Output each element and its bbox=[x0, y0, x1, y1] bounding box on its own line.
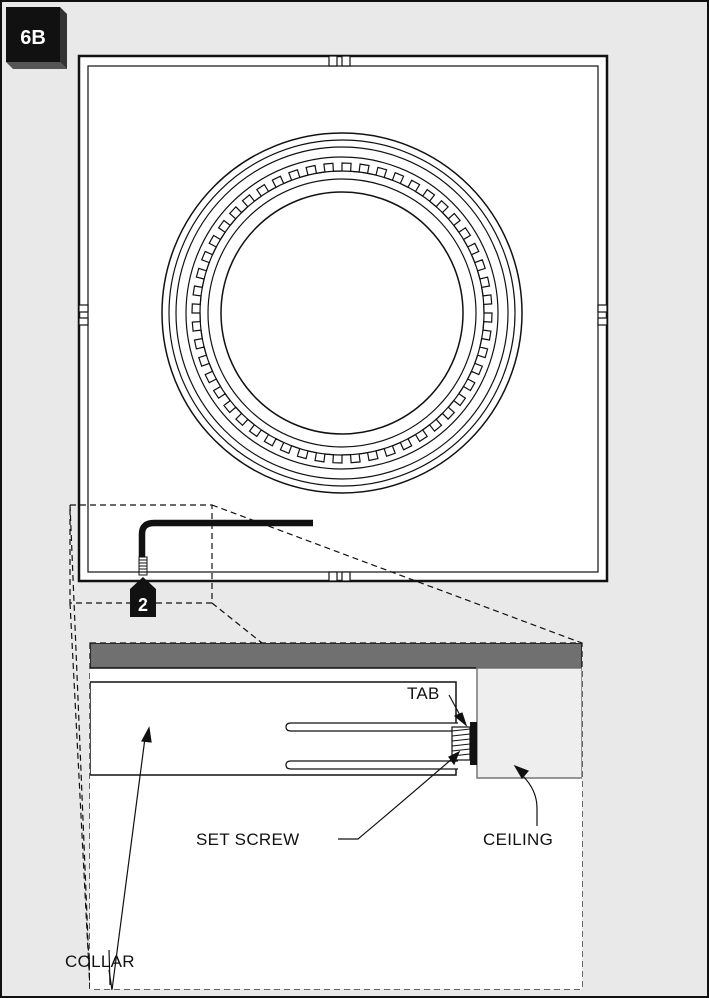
collar-label: COLLAR bbox=[65, 952, 135, 971]
collar-teeth bbox=[191, 162, 493, 464]
trim-bar bbox=[90, 643, 582, 669]
callout-number: 2 bbox=[138, 595, 148, 615]
ceiling-label: CEILING bbox=[483, 830, 553, 849]
collar-slot bbox=[285, 722, 458, 732]
set-screw bbox=[451, 726, 471, 761]
hex-key bbox=[138, 519, 313, 576]
collar-rings bbox=[161, 132, 523, 494]
tab-label: TAB bbox=[407, 684, 440, 703]
fixture-trim-top-view bbox=[77, 54, 609, 583]
ceiling-block bbox=[476, 667, 582, 779]
step-label: 6B bbox=[20, 27, 46, 49]
callout-badge: 2 bbox=[130, 577, 156, 617]
set-screw-label: SET SCREW bbox=[196, 830, 299, 849]
zoom-detail: TAB SET SCREW CEILING bbox=[90, 643, 582, 989]
step-badge: 6B bbox=[6, 7, 67, 69]
set-screw-thread bbox=[138, 556, 148, 576]
trim-notches bbox=[78, 55, 608, 582]
tab-part bbox=[470, 722, 477, 765]
